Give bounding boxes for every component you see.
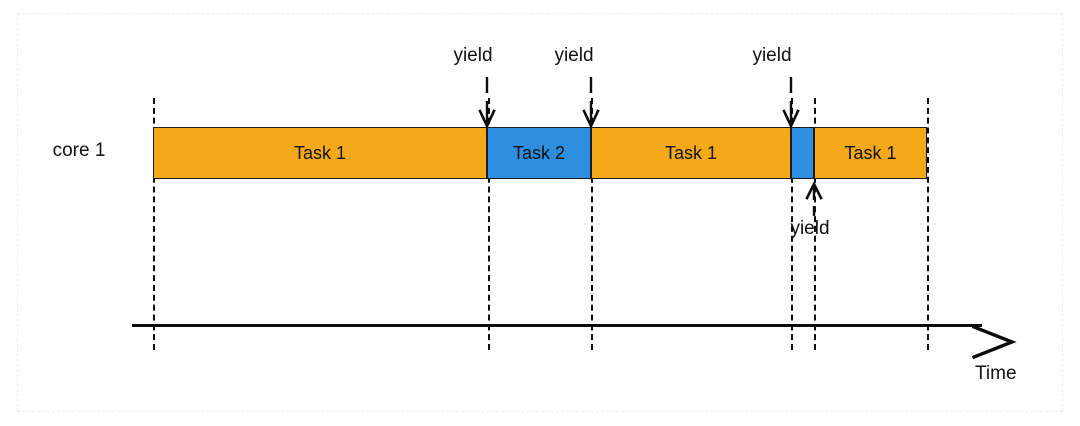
task-block-3 <box>791 127 814 179</box>
boundary-line-2 <box>591 98 593 350</box>
core-row-label: core 1 <box>52 140 106 161</box>
task-block-label: Task 1 <box>664 142 718 163</box>
task-block-label: Task 2 <box>512 142 566 163</box>
task-block-0: Task 1 <box>153 127 487 179</box>
task-block-1: Task 2 <box>487 127 591 179</box>
time-axis-label: Time <box>975 363 1017 384</box>
yield-label-1: yield <box>554 45 594 66</box>
yield-arrow-3 <box>801 182 827 224</box>
task-block-2: Task 1 <box>591 127 791 179</box>
task-block-4: Task 1 <box>814 127 927 179</box>
task-block-label: Task 1 <box>293 142 347 163</box>
slide-frame-border <box>17 13 1063 412</box>
boundary-line-4 <box>814 98 816 350</box>
yield-label-0: yield <box>453 45 493 66</box>
yield-label-2: yield <box>752 45 792 66</box>
yield-arrow-0 <box>474 75 500 129</box>
boundary-line-0 <box>153 98 155 350</box>
boundary-line-3 <box>791 98 793 350</box>
time-axis-line <box>132 324 982 327</box>
boundary-line-1 <box>488 98 490 350</box>
task-block-label: Task 1 <box>844 142 897 163</box>
yield-arrow-2 <box>778 75 804 129</box>
yield-label-3: yield <box>790 218 830 239</box>
boundary-line-5 <box>927 98 929 350</box>
yield-arrow-1 <box>578 75 604 129</box>
